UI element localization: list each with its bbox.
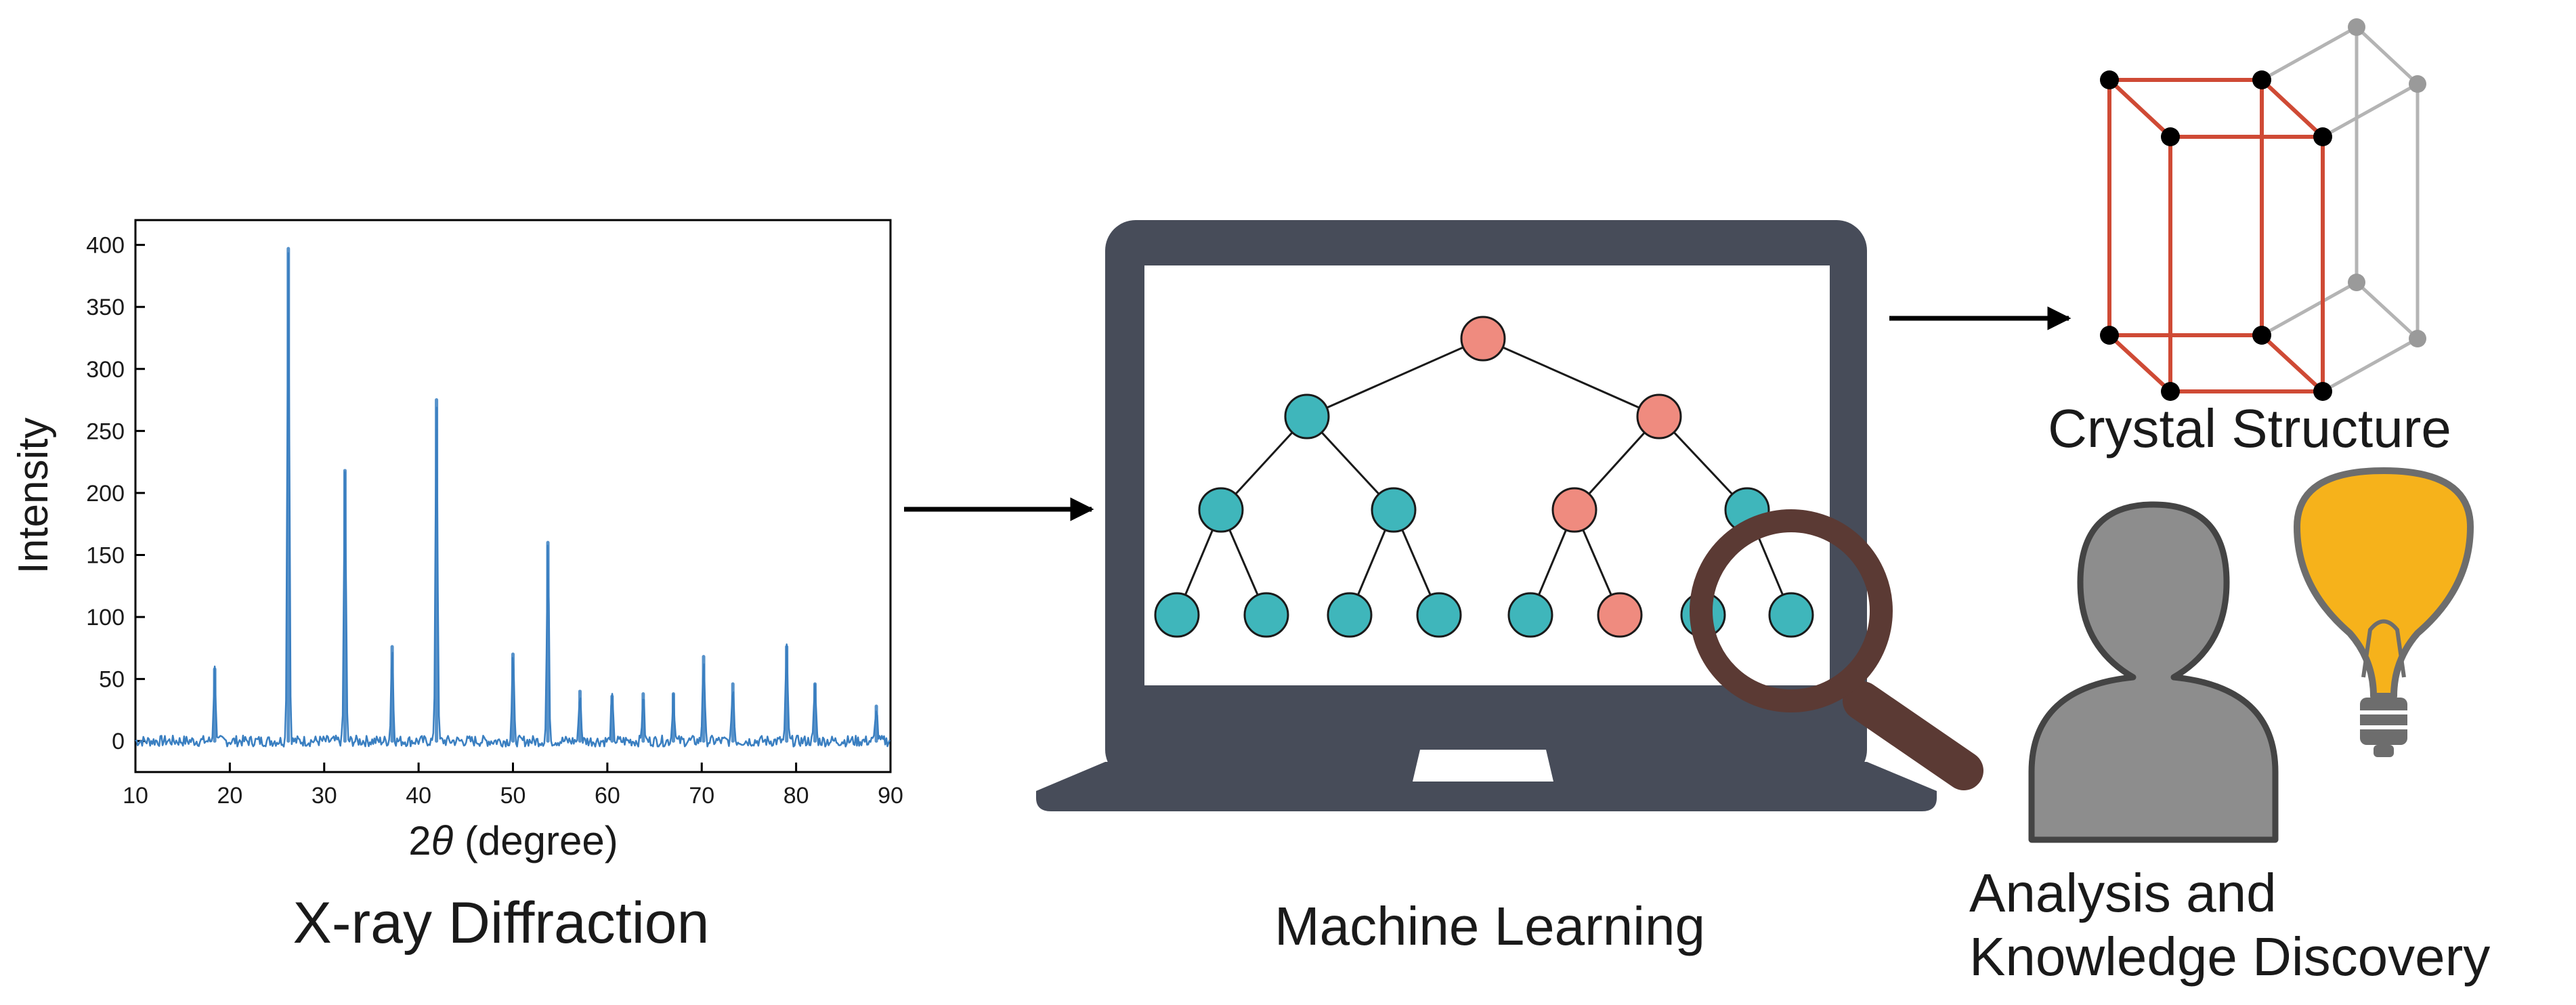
xrd-caption: X-ray Diffraction [293, 891, 710, 956]
tree-edge [1306, 337, 1484, 418]
tree-node [1198, 487, 1244, 533]
y-tick-label: 250 [86, 419, 125, 444]
laptop-trackpad [1413, 750, 1553, 782]
lattice-bond-ghost [2321, 337, 2419, 393]
tree-node [1284, 393, 1330, 440]
y-tick-label: 300 [86, 357, 125, 383]
lattice-bond-ghost [2355, 26, 2419, 85]
lattice-bond [2107, 78, 2172, 139]
crystal-lattice-icon [2100, 18, 2426, 401]
person-icon [2028, 501, 2279, 843]
x-tick-label: 10 [123, 783, 148, 809]
lattice-bond-ghost [2355, 281, 2419, 340]
tree-node [1597, 592, 1643, 638]
bulb-base [2360, 698, 2407, 745]
analysis-caption-line1: Analysis and [1969, 863, 2277, 923]
tree-node [1327, 592, 1373, 638]
bulb-glass [2294, 467, 2474, 700]
magnifier-handle [1843, 681, 1983, 790]
analysis-caption-line2: Knowledge Discovery [1969, 926, 2490, 987]
tree-node [1507, 592, 1553, 638]
y-tick-label: 0 [112, 729, 125, 754]
x-tick-label: 80 [783, 783, 809, 809]
lattice-atom [2252, 70, 2271, 89]
lattice-atom [2100, 70, 2119, 89]
y-tick-label: 50 [99, 667, 125, 693]
x-tick-label: 20 [217, 783, 242, 809]
x-tick-label: 90 [878, 783, 903, 809]
crystal-caption: Crystal Structure [2048, 398, 2451, 458]
light-bulb-icon [2294, 467, 2474, 757]
lattice-atom [2313, 127, 2332, 146]
lattice-highlighted-cell [2100, 70, 2332, 401]
lattice-atom [2252, 326, 2271, 345]
y-tick-label: 350 [86, 295, 125, 320]
tree-node [1154, 592, 1200, 638]
magnifier-ring [1690, 509, 1893, 712]
y-tick-label: 400 [86, 233, 125, 259]
lattice-atom [2100, 326, 2119, 345]
y-tick-label: 200 [86, 481, 125, 507]
tree-node [1371, 487, 1417, 533]
x-tick-label: 60 [595, 783, 620, 809]
lattice-bond-ghost [2321, 82, 2419, 139]
tree-node [1243, 592, 1289, 638]
lattice-atom [2161, 127, 2180, 146]
lattice-atom-ghost [2409, 75, 2426, 93]
x-tick-label: 50 [500, 783, 526, 809]
y-tick-label: 100 [86, 605, 125, 630]
lattice-atom [2161, 382, 2180, 401]
lattice-bond [2260, 333, 2325, 393]
tree-node [1768, 592, 1814, 638]
laptop-icon [1036, 220, 1983, 811]
ml-caption: Machine Learning [1274, 896, 1705, 956]
tree-edge [1482, 337, 1660, 418]
tree-nodes [1154, 316, 1814, 638]
lattice-atom [2313, 382, 2332, 401]
x-axis-label-theta: θ [431, 818, 454, 863]
x-axis-label-prefix: 2 [408, 818, 431, 863]
lattice-background-cells [2260, 18, 2426, 393]
x-tick-label: 70 [689, 783, 714, 809]
x-axis-label-suffix: (degree) [453, 818, 618, 863]
xrd-chart: 10 20 30 40 50 60 70 80 90 0 50 100 150 200 250 300 350 4… [10, 219, 903, 863]
lattice-bond-ghost [2260, 280, 2358, 337]
person-silhouette [2028, 501, 2279, 843]
lattice-bond [2260, 78, 2325, 139]
laptop-base [1036, 762, 1937, 811]
x-tick-label: 40 [406, 783, 431, 809]
x-axis-label: 2θ (degree) [408, 818, 618, 863]
lattice-bond [2107, 333, 2172, 393]
magnifying-glass-icon [1690, 509, 1983, 790]
x-tick-label: 30 [312, 783, 337, 809]
y-tick-label: 150 [86, 542, 125, 568]
bulb-tip [2374, 745, 2394, 757]
tree-node [1460, 316, 1506, 362]
tree-node [1636, 393, 1682, 440]
y-axis-label: Intensity [10, 418, 57, 574]
lattice-atom-ghost [2409, 330, 2426, 347]
bulb-filament [2361, 619, 2406, 678]
tree-node [1416, 592, 1462, 638]
tree-node [1551, 487, 1597, 533]
lattice-bond-ghost [2260, 25, 2358, 82]
decision-tree [1154, 316, 1814, 638]
lattice-atom-ghost [2348, 18, 2365, 36]
lattice-atom-ghost [2348, 274, 2365, 291]
